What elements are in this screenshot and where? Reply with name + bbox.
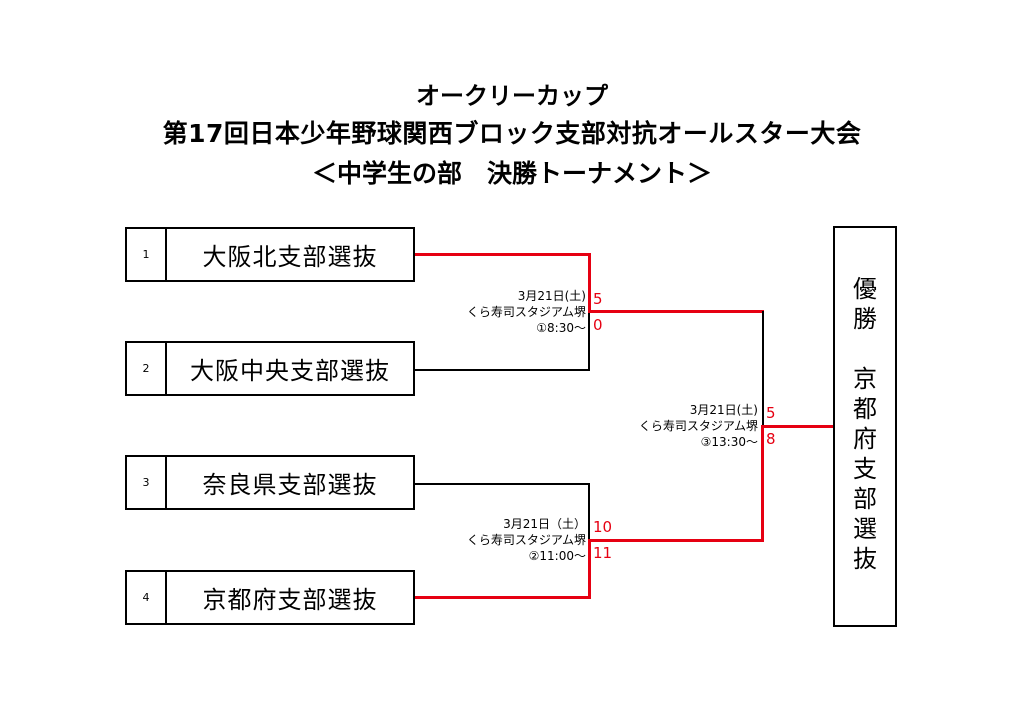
bracket-line-m2-upper	[588, 483, 590, 541]
team-box-2: 2 大阪中央支部選抜	[125, 341, 415, 396]
score-final-bottom: 8	[766, 430, 776, 448]
match-info-2: 3月21日（土） くら寿司スタジアム堺 ②11:00～	[406, 516, 586, 564]
score-m1-top: 5	[593, 290, 603, 308]
division-title: ＜中学生の部 決勝トーナメント＞	[311, 159, 712, 188]
match-venue: くら寿司スタジアム堺	[466, 533, 586, 547]
bracket-line-m1-upper	[588, 253, 591, 313]
bracket-line-m2-winner	[588, 539, 764, 542]
champion-team-char: 部	[853, 485, 877, 513]
team-seed: 2	[127, 343, 167, 394]
match-info-3: 3月21日(土) くら寿司スタジアム堺 ③13:30～	[578, 402, 758, 450]
match-date: 3月21日(土)	[517, 289, 586, 303]
tournament-title: 第17回日本少年野球関西ブロック支部対抗オールスター大会	[162, 119, 862, 148]
bracket-line-final-upper	[762, 311, 764, 427]
match-venue: くら寿司スタジアム堺	[466, 305, 586, 319]
champion-team-char: 都	[853, 395, 877, 423]
match-date: 3月21日(土)	[689, 403, 758, 417]
champion-team-char: 京	[853, 365, 877, 393]
match-slot: ③13:30～	[700, 435, 758, 449]
team-box-1: 1 大阪北支部選抜	[125, 227, 415, 282]
bracket-line-team1	[415, 253, 591, 256]
bracket-line-team2	[415, 369, 590, 371]
team-seed: 4	[127, 572, 167, 623]
score-m2-top: 10	[593, 518, 613, 536]
team-seed: 3	[127, 457, 167, 508]
bracket-line-m1-winner	[588, 310, 764, 313]
team-name: 京都府支部選抜	[202, 586, 378, 614]
champion-box: 優 勝 京 都 府 支 部 選 抜	[833, 226, 897, 627]
champion-team-char: 支	[853, 455, 877, 483]
champion-label-char: 勝	[853, 305, 877, 333]
match-slot: ②11:00～	[528, 549, 586, 563]
team-name: 大阪北支部選抜	[202, 243, 378, 271]
champion-label-char: 優	[853, 275, 877, 303]
score-m1-bottom: 0	[593, 316, 603, 334]
score-m2-bottom: 11	[593, 544, 613, 562]
score-final-top: 5	[766, 404, 776, 422]
bracket-line-team4	[415, 596, 591, 599]
cup-title: オークリーカップ	[416, 82, 608, 110]
team-name: 奈良県支部選抜	[202, 471, 378, 499]
match-slot: ①8:30～	[536, 321, 586, 335]
team-name: 大阪中央支部選抜	[190, 357, 390, 385]
champion-team-char: 府	[853, 425, 877, 453]
match-date: 3月21日（土）	[503, 517, 586, 531]
team-seed: 1	[127, 229, 167, 280]
bracket-line-m2-lower	[588, 540, 591, 599]
bracket-line-m1-lower	[588, 311, 590, 371]
match-info-1: 3月21日(土) くら寿司スタジアム堺 ①8:30～	[406, 288, 586, 336]
champion-team-char: 選	[853, 515, 877, 543]
bracket-line-champion	[761, 425, 833, 428]
champion-team-char: 抜	[853, 545, 877, 573]
bracket-line-final-lower	[761, 425, 764, 542]
match-venue: くら寿司スタジアム堺	[638, 419, 758, 433]
bracket-line-team3	[415, 483, 590, 485]
team-box-4: 4 京都府支部選抜	[125, 570, 415, 625]
team-box-3: 3 奈良県支部選抜	[125, 455, 415, 510]
